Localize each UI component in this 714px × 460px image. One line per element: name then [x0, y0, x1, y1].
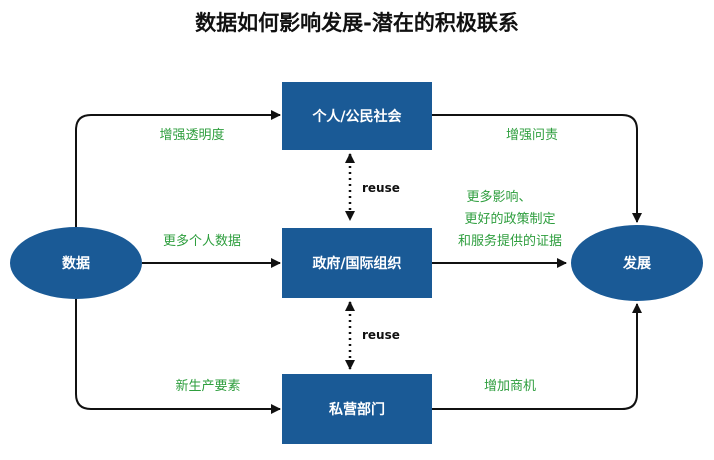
node-data-label: 数据: [62, 255, 90, 272]
node-individuals-label: 个人/公民社会: [311, 108, 402, 125]
edge-label-business-opportunities: 增加商机: [484, 379, 536, 394]
arrow-individuals-to-development: [432, 114, 642, 223]
reuse-label-top: reuse: [362, 181, 400, 195]
arrow-data-to-private: [75, 298, 281, 414]
arrow-private-to-development: [432, 303, 642, 410]
node-government-label: 政府/国际组织: [312, 255, 401, 272]
diagram-title: 数据如何影响发展-潜在的积极联系: [195, 11, 519, 35]
connectors: [75, 110, 642, 414]
edge-label-transparency: 增强透明度: [159, 127, 224, 143]
edge-label-new-factors: 新生产要素: [175, 378, 240, 394]
edge-label-evidence-line-1: 更多影响、: [466, 189, 531, 205]
node-development-label: 发展: [622, 255, 651, 272]
edge-label-accountability: 增强问责: [506, 128, 558, 143]
node-individuals: 个人/公民社会: [282, 82, 432, 150]
node-private-label: 私营部门: [329, 401, 385, 418]
edge-label-evidence-line-2: 更好的政策制定: [464, 211, 555, 227]
node-government: 政府/国际组织: [282, 228, 432, 298]
arrow-data-to-individuals: [75, 110, 281, 228]
node-development: 发展: [571, 225, 703, 301]
node-private: 私营部门: [282, 374, 432, 444]
edge-label-more-personal-data: 更多个人数据: [163, 233, 241, 249]
node-data: 数据: [10, 227, 142, 299]
edge-label-evidence-line-3: 和服务提供的证据: [458, 233, 562, 249]
reuse-label-bottom: reuse: [362, 328, 400, 342]
